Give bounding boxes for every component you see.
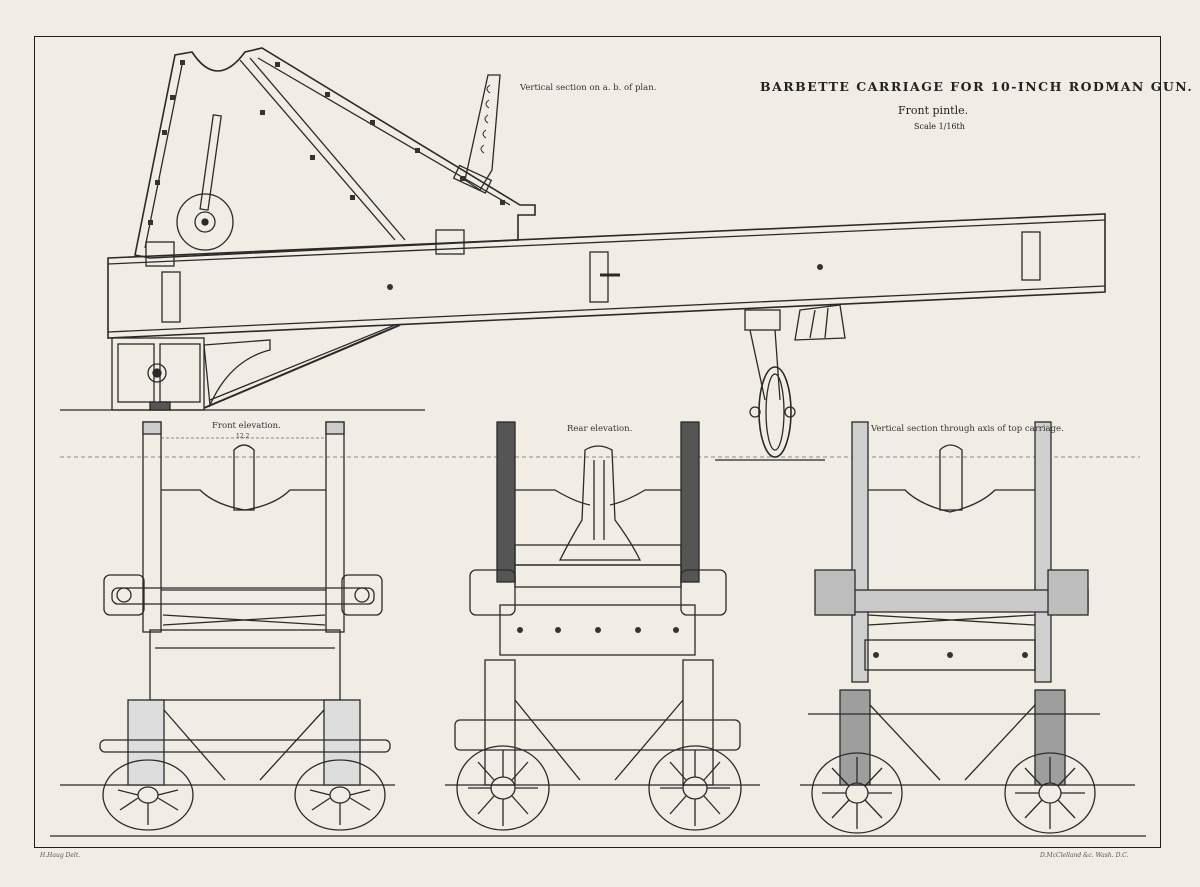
label-vertical-section: Vertical section through axis of top car… [871, 424, 1064, 434]
front-elevation-wheels [102, 759, 386, 831]
credit-draughtsman: H.Haug Delt. [40, 852, 81, 859]
label-rear-elevation: Rear elevation. [567, 424, 633, 434]
plate-border [34, 36, 1161, 848]
vertical-section-wheels [811, 752, 1096, 834]
front-elevation-view [60, 421, 1140, 831]
label-side-section: Vertical section on a. b. of plan. [520, 83, 657, 93]
label-front-elevation: Front elevation. [212, 421, 281, 431]
plate-title: BARBETTE CARRIAGE FOR 10-INCH RODMAN GUN… [760, 79, 1194, 94]
rear-elevation-view [445, 421, 760, 831]
rear-elevation-wheels [456, 745, 742, 831]
credit-engraver: D.McClelland &c. Wash. D.C. [1040, 852, 1129, 859]
plate-subtitle: Front pintle. [898, 104, 969, 117]
plate-scale: Scale 1/16th [914, 122, 965, 131]
vertical-section-view [800, 421, 1135, 834]
label-front-dimension: 12.2 [236, 433, 250, 440]
side-section-view [60, 47, 1106, 461]
